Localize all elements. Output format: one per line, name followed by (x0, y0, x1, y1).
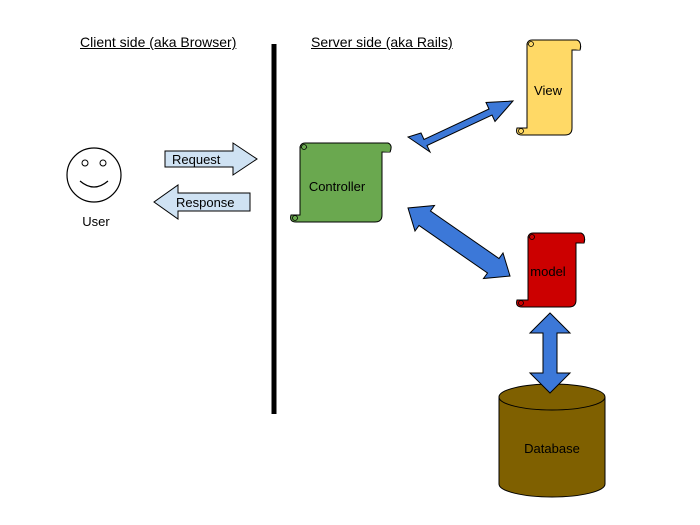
request-arrow: Request (164, 142, 258, 176)
model-database-arrow (528, 312, 572, 394)
response-label: Response (176, 195, 235, 210)
database-label: Database (524, 441, 580, 456)
user-face-icon (66, 147, 122, 203)
client-side-heading: Client side (aka Browser) (80, 34, 237, 50)
model-scroll-icon (516, 232, 586, 308)
model-label: model (530, 264, 566, 279)
controller-scroll-icon (290, 142, 392, 223)
user-label: User (82, 214, 110, 229)
view-scroll-icon (516, 39, 582, 136)
database-cylinder-icon (498, 383, 606, 498)
response-arrow: Response (153, 184, 251, 220)
view-label: View (534, 83, 563, 98)
controller-label: Controller (309, 179, 366, 194)
request-label: Request (172, 152, 221, 167)
server-side-heading: Server side (aka Rails) (311, 34, 453, 50)
controller-view-arrow (406, 100, 515, 154)
controller-model-arrow (407, 204, 511, 280)
